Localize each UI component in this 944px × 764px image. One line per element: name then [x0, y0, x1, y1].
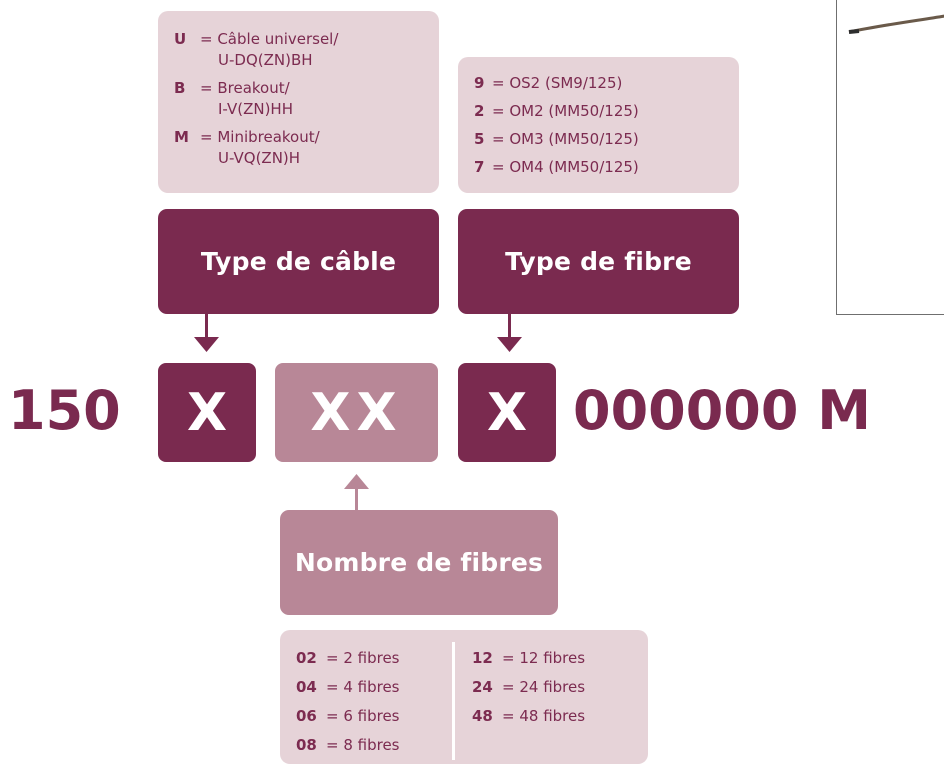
legend-text: = OS2 (SM9/125)	[492, 74, 623, 92]
legend-key: U	[174, 30, 187, 48]
legend-text: = OM3 (MM50/125)	[492, 130, 639, 148]
legend-key: M	[174, 128, 189, 146]
legend-text: = 24 fibres	[502, 678, 586, 696]
cable-type-item: B = Breakout/ I-V(ZN)HH	[174, 78, 439, 120]
legend-text: = OM4 (MM50/125)	[492, 158, 639, 176]
legend-key: 2	[474, 102, 485, 120]
fiber-count-legend: 02 = 2 fibres 04 = 4 fibres 06 = 6 fibre…	[280, 630, 648, 764]
cable-type-header: Type de câble	[158, 209, 439, 314]
fiber-count-item: 06 = 6 fibres	[296, 702, 400, 731]
fiber-count-slot: XX	[275, 363, 438, 462]
column-divider	[452, 642, 455, 760]
arrow-down-icon	[497, 337, 522, 352]
legend-key: 48	[472, 707, 493, 725]
cable-type-legend: U = Câble universel/ U-DQ(ZN)BH B = Brea…	[158, 11, 439, 193]
legend-text: = 6 fibres	[326, 707, 400, 725]
fiber-type-legend: 9 = OS2 (SM9/125) 2 = OM2 (MM50/125) 5 =…	[458, 57, 739, 193]
legend-subtext: I-V(ZN)HH	[218, 100, 293, 118]
fiber-count-header: Nombre de fibres	[280, 510, 558, 615]
arrow-up-icon	[344, 474, 369, 489]
legend-key: 5	[474, 130, 485, 148]
fiber-count-item: 04 = 4 fibres	[296, 673, 400, 702]
legend-key: 06	[296, 707, 317, 725]
legend-text: = 48 fibres	[502, 707, 586, 725]
legend-subtext: U-VQ(ZN)H	[218, 149, 301, 167]
legend-text: = Minibreakout/	[200, 128, 320, 146]
legend-text: = 8 fibres	[326, 736, 400, 754]
fiber-count-item: 12 = 12 fibres	[472, 644, 585, 673]
arrow-down-icon	[194, 337, 219, 352]
legend-text: = 4 fibres	[326, 678, 400, 696]
cable-type-slot: X	[158, 363, 256, 462]
fiber-count-item: 02 = 2 fibres	[296, 644, 400, 673]
fiber-type-item: 9 = OS2 (SM9/125)	[474, 69, 739, 97]
legend-key: 08	[296, 736, 317, 754]
legend-key: 24	[472, 678, 493, 696]
legend-key: 7	[474, 158, 485, 176]
fiber-type-item: 5 = OM3 (MM50/125)	[474, 125, 739, 153]
fiber-type-item: 7 = OM4 (MM50/125)	[474, 153, 739, 181]
fiber-count-arrow-shaft	[355, 488, 358, 512]
legend-text: = OM2 (MM50/125)	[492, 102, 639, 120]
code-suffix: 000000 M	[573, 379, 871, 442]
legend-text: = Câble universel/	[200, 30, 339, 48]
legend-subtext: U-DQ(ZN)BH	[218, 51, 313, 69]
cable-type-arrow-shaft	[205, 314, 208, 340]
legend-key: 02	[296, 649, 317, 667]
fiber-type-arrow-shaft	[508, 314, 511, 340]
fiber-count-column-left: 02 = 2 fibres 04 = 4 fibres 06 = 6 fibre…	[296, 644, 400, 760]
fiber-count-item: 48 = 48 fibres	[472, 702, 585, 731]
legend-key: 04	[296, 678, 317, 696]
legend-text: = 2 fibres	[326, 649, 400, 667]
cable-image	[848, 14, 944, 34]
fiber-count-item: 24 = 24 fibres	[472, 673, 585, 702]
legend-key: B	[174, 79, 186, 97]
product-photo-frame	[836, 0, 944, 315]
fiber-count-item: 08 = 8 fibres	[296, 731, 400, 760]
fiber-type-item: 2 = OM2 (MM50/125)	[474, 97, 739, 125]
legend-text: = 12 fibres	[502, 649, 586, 667]
code-prefix: 150	[8, 379, 121, 442]
fiber-count-column-right: 12 = 12 fibres 24 = 24 fibres 48 = 48 fi…	[472, 644, 585, 731]
legend-key: 12	[472, 649, 493, 667]
legend-text: = Breakout/	[200, 79, 290, 97]
fiber-type-header: Type de fibre	[458, 209, 739, 314]
legend-key: 9	[474, 74, 485, 92]
cable-type-item: M = Minibreakout/ U-VQ(ZN)H	[174, 127, 439, 169]
cable-type-item: U = Câble universel/ U-DQ(ZN)BH	[174, 29, 439, 71]
fiber-type-slot: X	[458, 363, 556, 462]
